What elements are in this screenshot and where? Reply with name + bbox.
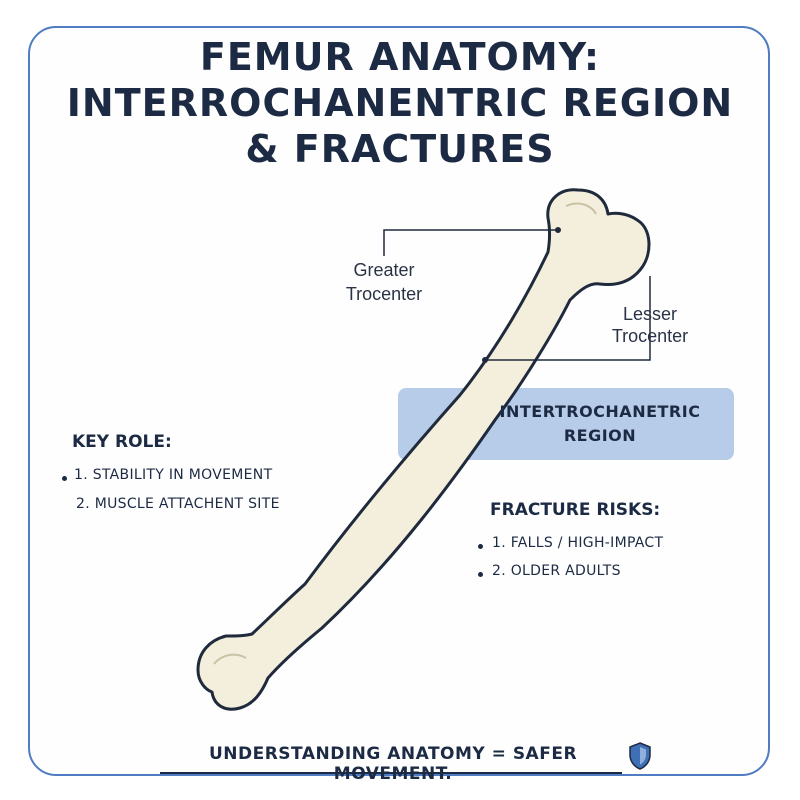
- greater-trochanter-label-line1: Greater: [353, 260, 415, 280]
- title-line-1: FEMUR ANATOMY:: [199, 35, 601, 79]
- key-role-item-1: 1. STABILITY IN MOVEMENT: [74, 467, 273, 483]
- shield-icon: [629, 742, 651, 770]
- lesser-trochanter-leader: [485, 276, 651, 361]
- fracture-risk-bullet-1: [478, 544, 483, 549]
- greater-trochanter-marker: [555, 227, 561, 233]
- fracture-risk-item-1: 1. FALLS / HIGH-IMPACT: [492, 535, 664, 551]
- key-role-item-2: 2. MUSCLE ATTACHENT SITE: [76, 496, 280, 512]
- region-label-line1: INTERTROCHANETRIC: [499, 402, 701, 421]
- femur-head-detail: [565, 202, 597, 215]
- lesser-trochanter-label-line2: Trocenter: [611, 326, 689, 346]
- fracture-risks-heading: FRACTURE RISKS:: [490, 500, 661, 520]
- femur-bone-shape: [196, 188, 651, 711]
- fracture-risk-bullet-2: [478, 572, 483, 577]
- lesser-trochanter-label-line1: Lesser: [622, 304, 678, 324]
- title-line-2: INTERROCHANENTRIC REGION: [66, 81, 734, 125]
- lesser-trochanter-marker: [482, 357, 488, 363]
- femur-condyle-detail: [213, 653, 247, 665]
- key-role-heading: KEY ROLE:: [72, 432, 172, 452]
- footer-tagline: UNDERSTANDING ANATOMY = SAFER MOVEMENT.: [208, 744, 578, 784]
- key-role-bullet-1: [62, 476, 67, 481]
- region-label-line2: REGION: [563, 426, 637, 445]
- fracture-risk-item-2: 2. OLDER ADULTS: [492, 563, 621, 579]
- greater-trochanter-leader: [383, 229, 558, 256]
- footer-underline: [160, 772, 622, 774]
- title-line-3: & FRACTURES: [245, 127, 555, 171]
- greater-trochanter-label-line2: Trocenter: [345, 284, 423, 304]
